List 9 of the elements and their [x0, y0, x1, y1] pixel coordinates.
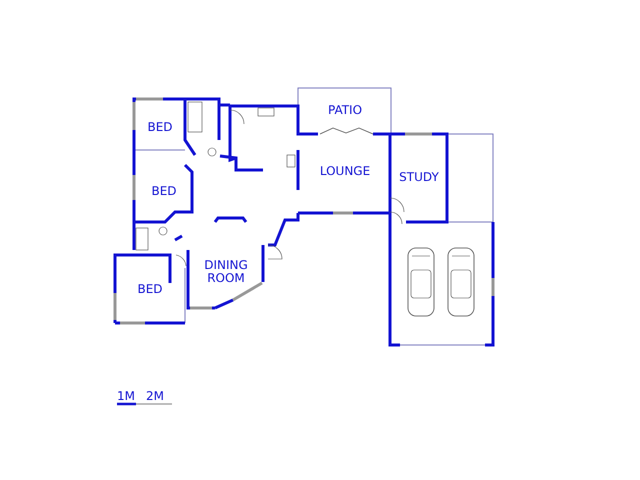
room-label: STUDY	[398, 171, 440, 184]
room-label: BED	[150, 185, 178, 198]
room-label: LOUNGE	[318, 165, 372, 178]
scale-label: 2M	[145, 390, 165, 403]
room-label: BED	[146, 121, 174, 134]
room-label: PATIO	[326, 104, 364, 117]
room-label: DINING ROOM	[203, 259, 249, 285]
room-label: BED	[136, 283, 164, 296]
scale-label: 1M	[116, 390, 136, 403]
